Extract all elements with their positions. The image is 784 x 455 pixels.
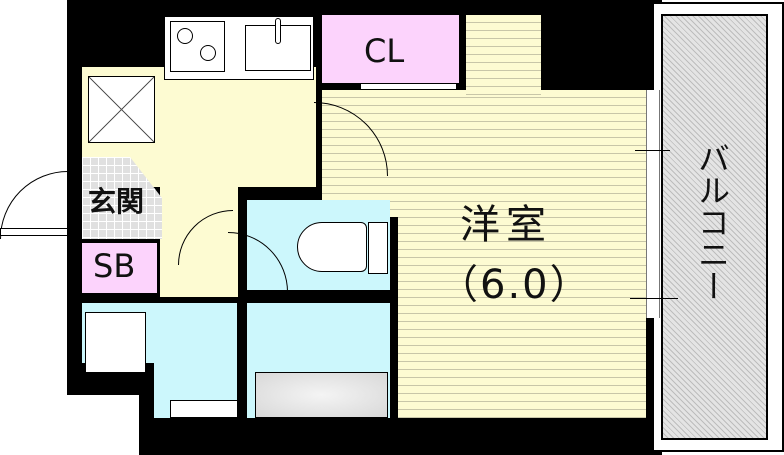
closet[interactable]: [322, 15, 459, 83]
western-room-floor-top: [466, 15, 541, 95]
toilet-bowl[interactable]: [297, 222, 367, 272]
shoe-box[interactable]: [82, 243, 157, 293]
entrance-label: 玄関: [88, 185, 145, 218]
window-sash[interactable]: [646, 90, 660, 318]
balcony-floor: [661, 14, 768, 440]
window-mark: [630, 298, 678, 299]
balcony-label: バルコニー: [693, 142, 731, 302]
closet-door[interactable]: [360, 83, 457, 90]
burner-icon: [177, 28, 193, 44]
burner-icon: [200, 45, 216, 61]
western-room-size: （6.0）: [438, 262, 592, 308]
bathtub[interactable]: [255, 372, 388, 418]
wash-basin[interactable]: [170, 400, 238, 418]
outside-bottom-left: [67, 395, 139, 455]
western-room-floor-lower: [398, 210, 646, 418]
shoe-box-label: SB: [93, 247, 136, 285]
toilet-tank: [368, 222, 388, 274]
window-mark: [635, 150, 670, 151]
closet-label: CL: [364, 32, 405, 70]
western-room-label: 洋室: [460, 202, 552, 248]
washing-machine[interactable]: [85, 312, 146, 373]
entrance-door[interactable]: [0, 228, 68, 236]
stove[interactable]: [170, 21, 225, 72]
refrigerator[interactable]: [88, 76, 155, 143]
faucet-icon: [275, 18, 281, 44]
